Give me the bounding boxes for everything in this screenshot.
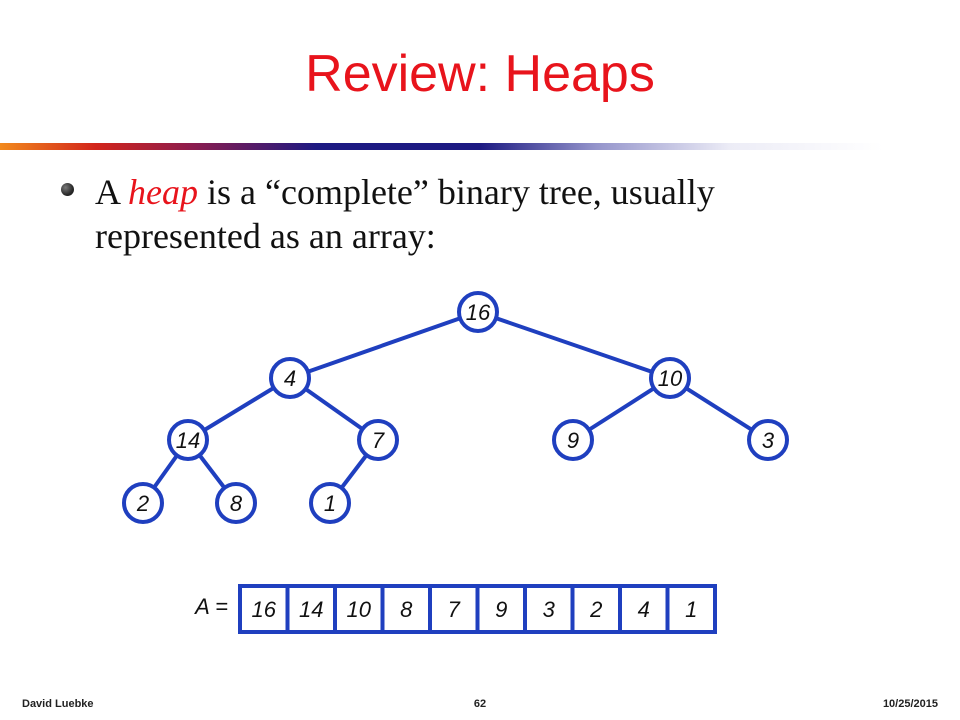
array-cell: 9: [475, 584, 527, 634]
tree-edge: [289, 310, 479, 380]
tree-node-label: 9: [567, 428, 579, 453]
tree-node-circle: [309, 482, 351, 524]
tree-node: 2: [122, 482, 164, 524]
tree-node-label: 3: [762, 428, 775, 453]
tree-node: 4: [269, 357, 311, 399]
array-cell-value: 7: [448, 597, 461, 622]
tree-edges: [141, 310, 770, 505]
array-cell-value: 1: [685, 597, 697, 622]
array-cell-value: 8: [400, 597, 413, 622]
tree-node-label: 16: [466, 300, 491, 325]
tree-node-circle: [167, 419, 209, 461]
array-cell: 3: [523, 584, 575, 634]
array-cell-value: 10: [347, 597, 372, 622]
tree-node: 3: [747, 419, 789, 461]
array-cell-value: 4: [638, 597, 650, 622]
tree-nodes: 16 4 10 14 7 9 3 2 8 1: [122, 291, 789, 524]
tree-node-label: 1: [324, 491, 336, 516]
array-cell: 8: [380, 584, 432, 634]
tree-node-circle: [649, 357, 691, 399]
array-cell-box: [570, 584, 622, 634]
array-cell: 4: [618, 584, 670, 634]
bullet-text: A heap is a “complete” binary tree, usua…: [95, 170, 915, 258]
tree-node: 7: [357, 419, 399, 461]
bullet-text-line2: represented as an array:: [95, 216, 436, 256]
array-cells: 16 14 10 8 7 9 3 2 4 1: [238, 584, 717, 634]
array-cell-value: 3: [543, 597, 556, 622]
slide-title: Review: Heaps: [305, 45, 655, 103]
tree-node-circle: [269, 357, 311, 399]
tree-edge: [477, 310, 671, 380]
array-cell: 7: [428, 584, 480, 634]
tree-node: 16: [457, 291, 499, 333]
array-cell: 1: [665, 584, 717, 634]
array-label: A =: [193, 594, 228, 619]
tree-node-circle: [215, 482, 257, 524]
tree-node: 8: [215, 482, 257, 524]
array-cell: 14: [285, 584, 337, 634]
array-cell-value: 14: [299, 597, 323, 622]
footer-page-number: 62: [473, 698, 487, 710]
footer-date: 10/25/2015: [882, 698, 938, 710]
tree-node-label: 14: [176, 428, 200, 453]
bullet-text-prefix: A: [95, 172, 129, 212]
tree-node-label: 4: [284, 366, 296, 391]
array-cell-value: 16: [252, 597, 277, 622]
bullet-icon: [61, 183, 74, 196]
array-cell-box: [380, 584, 432, 634]
tree-node-label: 7: [372, 428, 385, 453]
tree-node-label: 10: [658, 366, 683, 391]
array-cell: 2: [570, 584, 622, 634]
array-cell-value: 2: [589, 597, 602, 622]
array-cell-box: [428, 584, 480, 634]
bullet-text-highlight: heap: [128, 172, 198, 212]
array-cell: 16: [238, 584, 290, 634]
footer-author: David Luebke: [22, 698, 94, 710]
tree-node-label: 2: [136, 491, 149, 516]
tree-node-circle: [457, 291, 499, 333]
bullet-text-middle: is a “complete” binary tree, usually: [198, 172, 715, 212]
array-cell: 10: [333, 584, 385, 634]
tree-node: 1: [309, 482, 351, 524]
tree-node: 10: [649, 357, 691, 399]
tree-node: 9: [552, 419, 594, 461]
tree-node-circle: [357, 419, 399, 461]
array-cell-box: [665, 584, 717, 634]
tree-node: 14: [167, 419, 209, 461]
tree-node-circle: [122, 482, 164, 524]
tree-node-label: 8: [230, 491, 243, 516]
array-cell-value: 9: [495, 597, 507, 622]
tree-node-circle: [552, 419, 594, 461]
tree-node-circle: [747, 419, 789, 461]
title-divider: [0, 143, 960, 150]
